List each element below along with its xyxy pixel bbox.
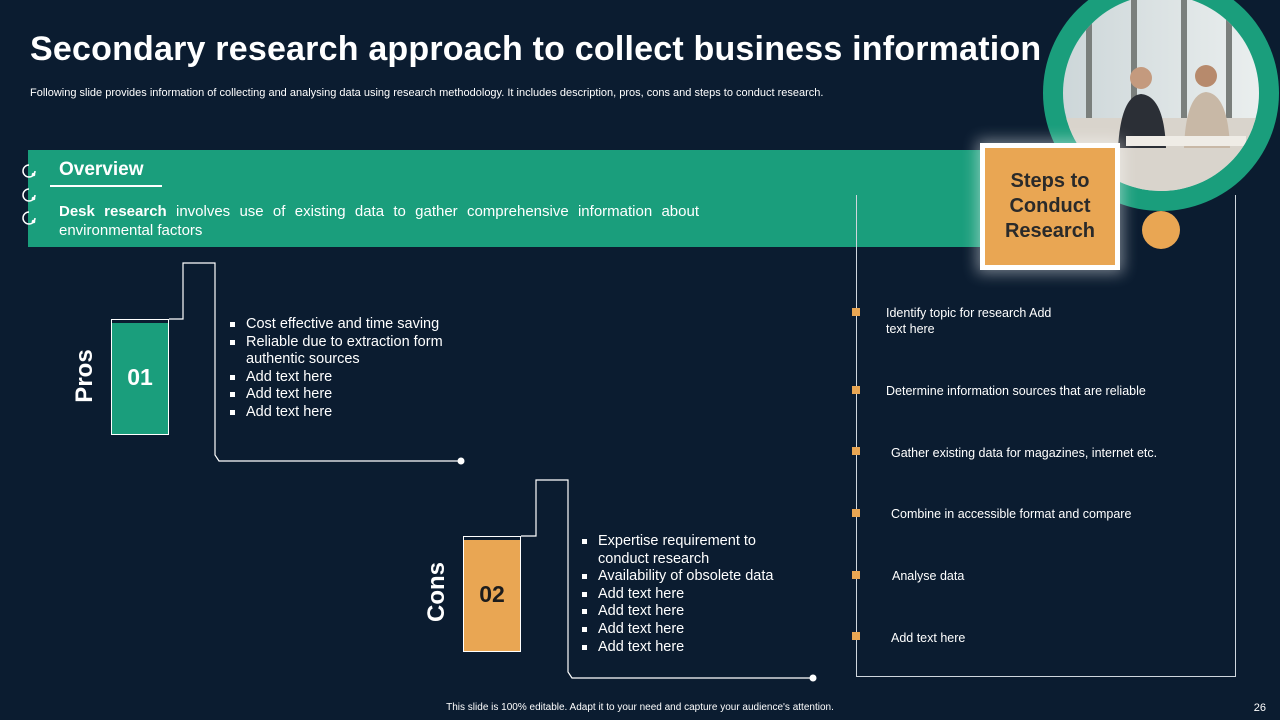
step-item: Add text here xyxy=(891,631,966,645)
footer-note: This slide is 100% editable. Adapt it to… xyxy=(446,702,834,713)
step-item: Gather existing data for magazines, inte… xyxy=(891,446,1158,460)
step-item: Analyse data xyxy=(892,569,965,583)
cons-list: Expertise requirement to conduct researc… xyxy=(580,533,810,656)
overview-heading: Overview xyxy=(59,159,144,180)
page-number: 26 xyxy=(1253,702,1266,714)
steps-panel xyxy=(856,195,1236,677)
ring-icon xyxy=(22,164,36,178)
step-marker xyxy=(852,632,860,640)
list-item: Availability of obsolete data xyxy=(580,568,810,586)
step-marker xyxy=(852,509,860,517)
list-item: Add text here xyxy=(228,386,468,404)
cons-number-box: 02 xyxy=(463,536,521,652)
pros-number-box: 01 xyxy=(111,319,169,435)
page-title: Secondary research approach to collect b… xyxy=(30,30,1042,68)
list-item: Add text here xyxy=(228,369,468,387)
overview-underline xyxy=(50,185,162,187)
overview-band xyxy=(28,150,980,247)
pros-list: Cost effective and time saving Reliable … xyxy=(228,316,468,422)
list-item: Add text here xyxy=(580,621,810,639)
list-item: Add text here xyxy=(580,639,810,657)
steps-heading-box: Steps to Conduct Research xyxy=(980,143,1120,270)
overview-text-bold: Desk research xyxy=(59,203,167,220)
pros-label: Pros xyxy=(71,349,98,403)
step-marker xyxy=(852,571,860,579)
step-item: Identify topic for research Add text her… xyxy=(886,306,1052,336)
list-item: Add text here xyxy=(580,603,810,621)
cons-label: Cons xyxy=(423,562,450,622)
step-item: Determine information sources that are r… xyxy=(886,384,1146,398)
overview-text: Desk research involves use of existing d… xyxy=(59,202,699,240)
step-marker xyxy=(852,386,860,394)
list-item: Add text here xyxy=(228,404,468,422)
step-marker xyxy=(852,447,860,455)
ring-icon xyxy=(22,188,36,202)
overview-text-rest: involves use of existing data to gather … xyxy=(59,203,699,239)
ring-icon xyxy=(22,211,36,225)
list-item: Reliable due to extraction form authenti… xyxy=(228,334,468,369)
step-item: Combine in accessible format and compare xyxy=(891,507,1132,521)
list-item: Add text here xyxy=(580,586,810,604)
list-item: Expertise requirement to conduct researc… xyxy=(580,533,810,568)
decorative-dot xyxy=(1142,211,1180,249)
list-item: Cost effective and time saving xyxy=(228,316,468,334)
page-subtitle: Following slide provides information of … xyxy=(30,87,824,99)
step-marker xyxy=(852,308,860,316)
steps-heading: Steps to Conduct Research xyxy=(985,148,1115,265)
